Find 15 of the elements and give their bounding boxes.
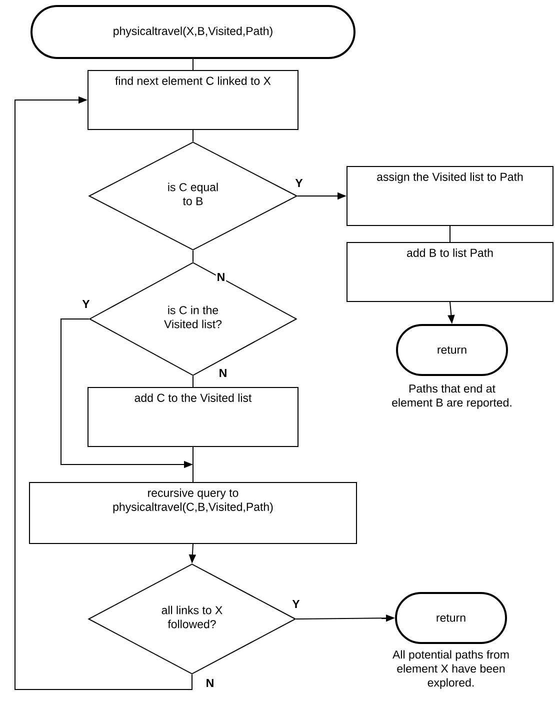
note-text: Paths that end at element B are reported.: [392, 384, 512, 409]
edge-label: N: [216, 272, 226, 282]
edge-label: N: [218, 368, 228, 378]
note-text: All potential paths from element X have been explored.: [392, 650, 509, 689]
process-box: find next element C linked to X: [88, 70, 298, 130]
edge-label: N: [204, 678, 216, 688]
terminal-box: physicaltravel(X,B,Visited,Path): [30, 5, 356, 59]
terminal-box: return: [395, 592, 507, 644]
process-box: add C to the Visited list: [88, 387, 298, 447]
process-box: assign the Visited list to Path: [346, 166, 554, 226]
process-box: recursive query to physicaltravel(C,B,Visited,Path): [29, 482, 357, 544]
terminal-box: return: [396, 324, 508, 376]
process-box: add B to list Path: [346, 242, 554, 302]
arrow: [14, 96, 192, 690]
edge-label: Y: [81, 299, 91, 309]
